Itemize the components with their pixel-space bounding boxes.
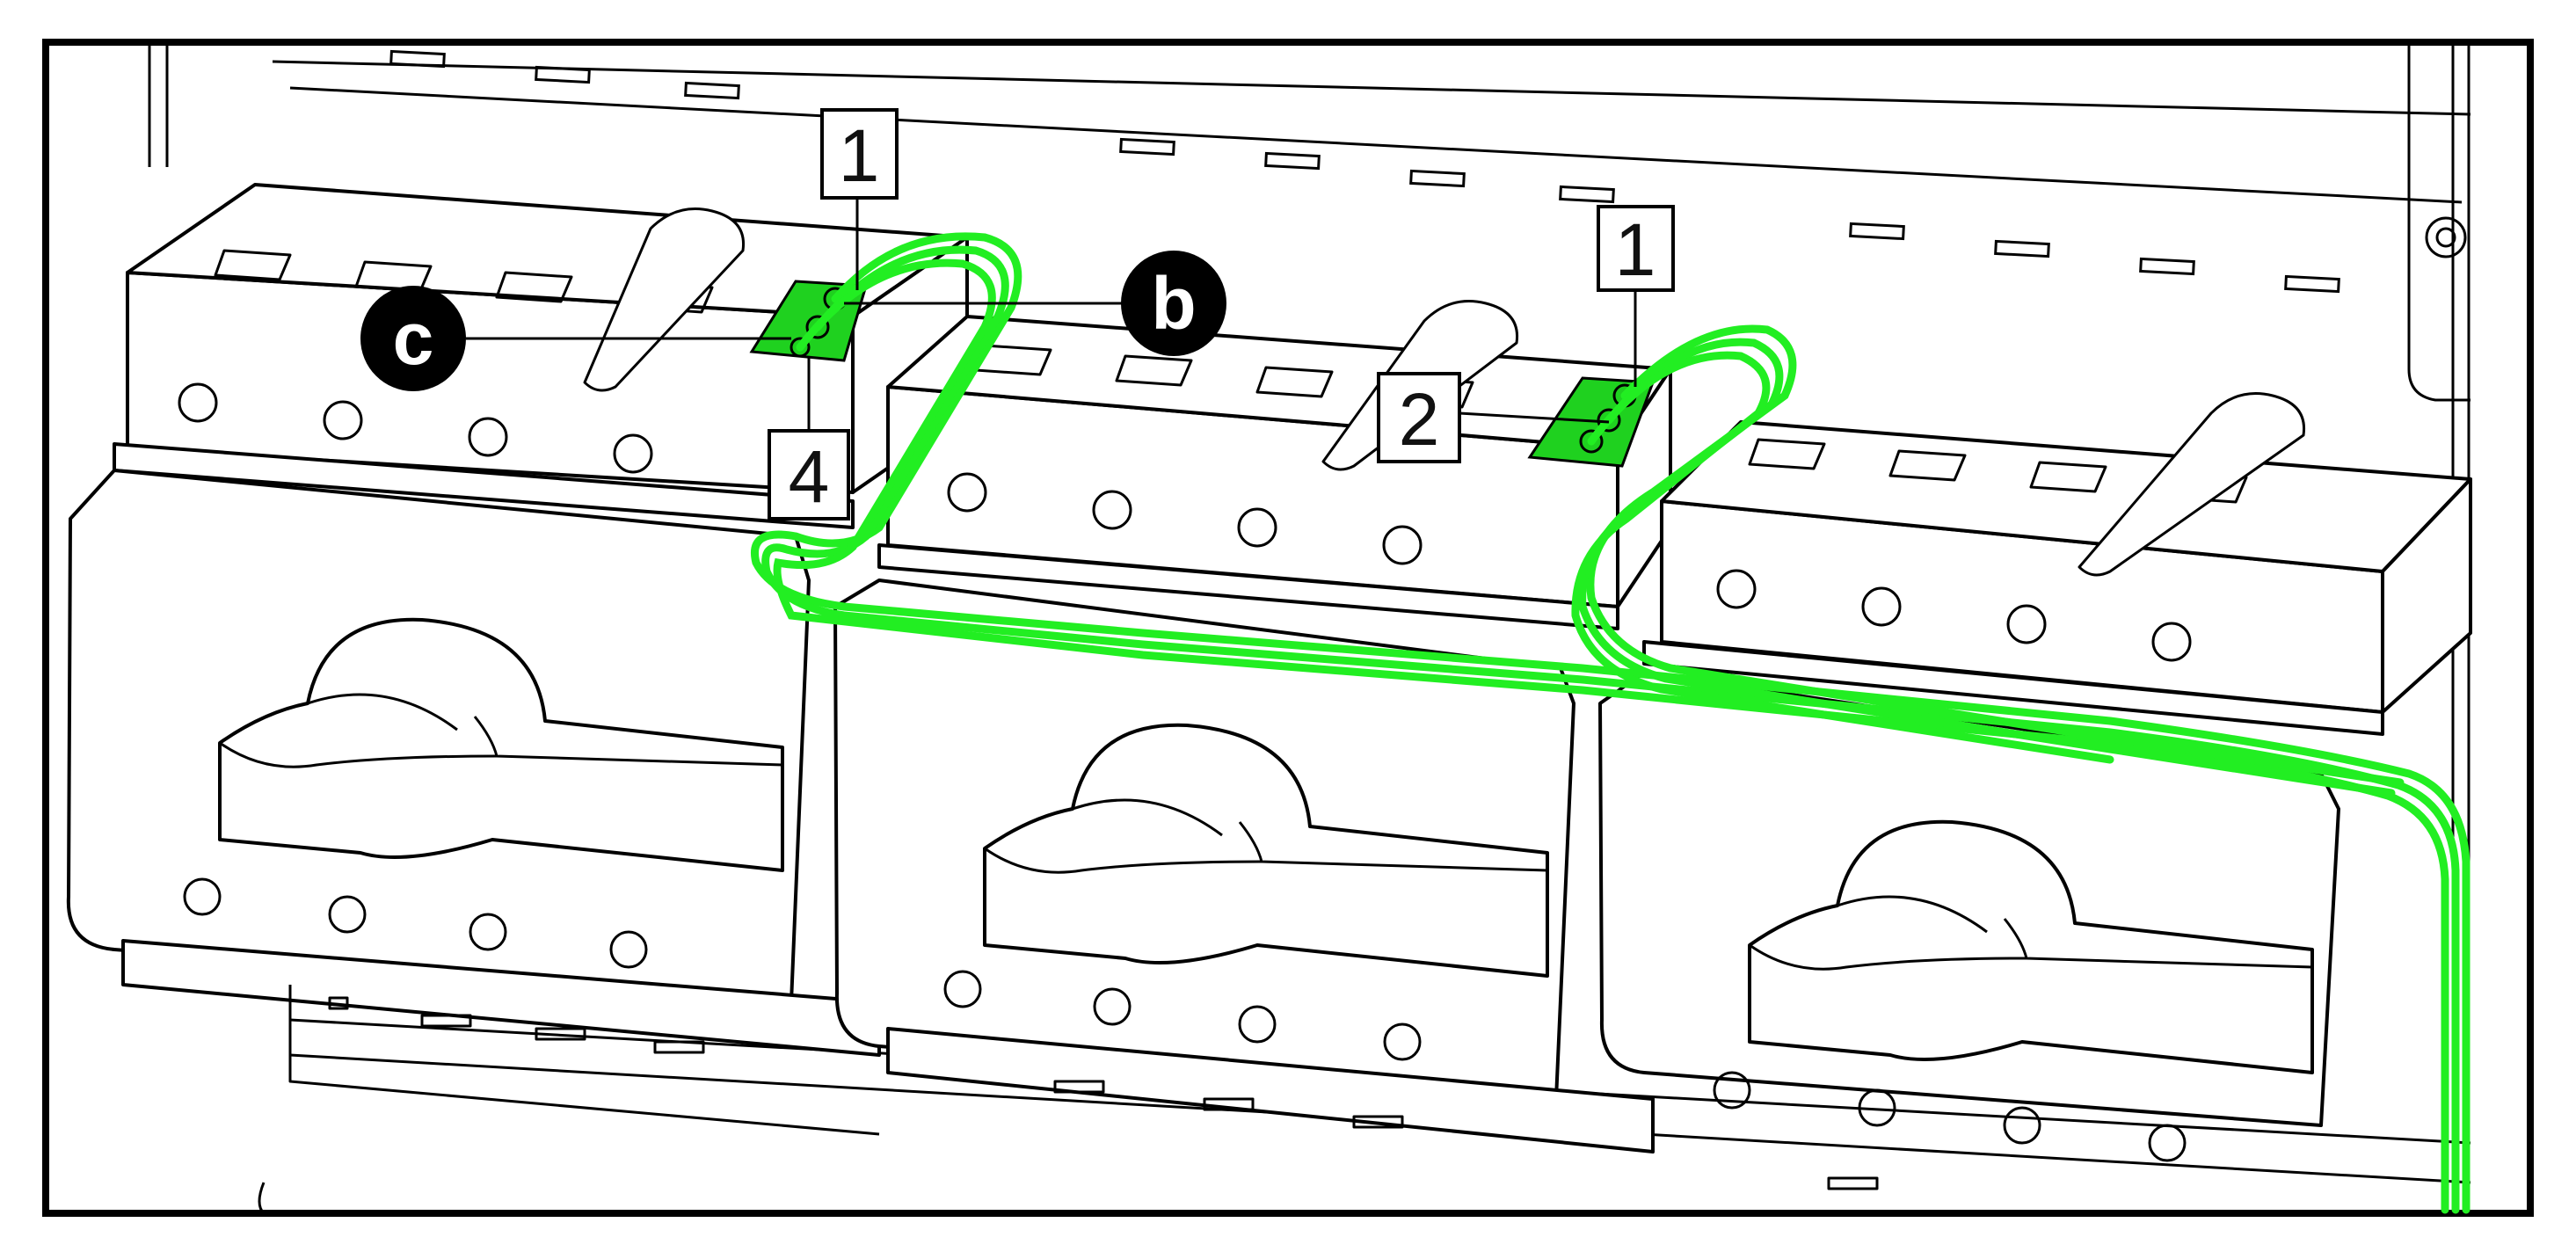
callout-c: c: [360, 286, 466, 391]
svg-text:1: 1: [1615, 208, 1656, 291]
rotary-handle-icon: [1748, 819, 2314, 1074]
switch-3: [1598, 392, 2472, 1190]
svg-text:1: 1: [839, 114, 880, 197]
label-4: 4: [768, 429, 850, 520]
rotary-handle-icon: [983, 723, 1549, 978]
svg-text:4: 4: [789, 435, 830, 518]
switch-1: [66, 183, 969, 1136]
label-1-right: 1: [1597, 205, 1675, 292]
label-2: 2: [1377, 372, 1461, 463]
green-wiring: [751, 232, 2470, 1214]
label-1-left: 1: [820, 108, 899, 200]
screw-icon: [2425, 216, 2467, 258]
leader-lines: [466, 198, 1637, 431]
svg-text:2: 2: [1399, 378, 1440, 461]
callout-b: b: [1121, 251, 1226, 356]
svg-text:b: b: [1151, 262, 1196, 345]
svg-text:c: c: [393, 297, 434, 380]
rotary-handle-icon: [218, 617, 784, 872]
switch-2: [833, 300, 1672, 1153]
